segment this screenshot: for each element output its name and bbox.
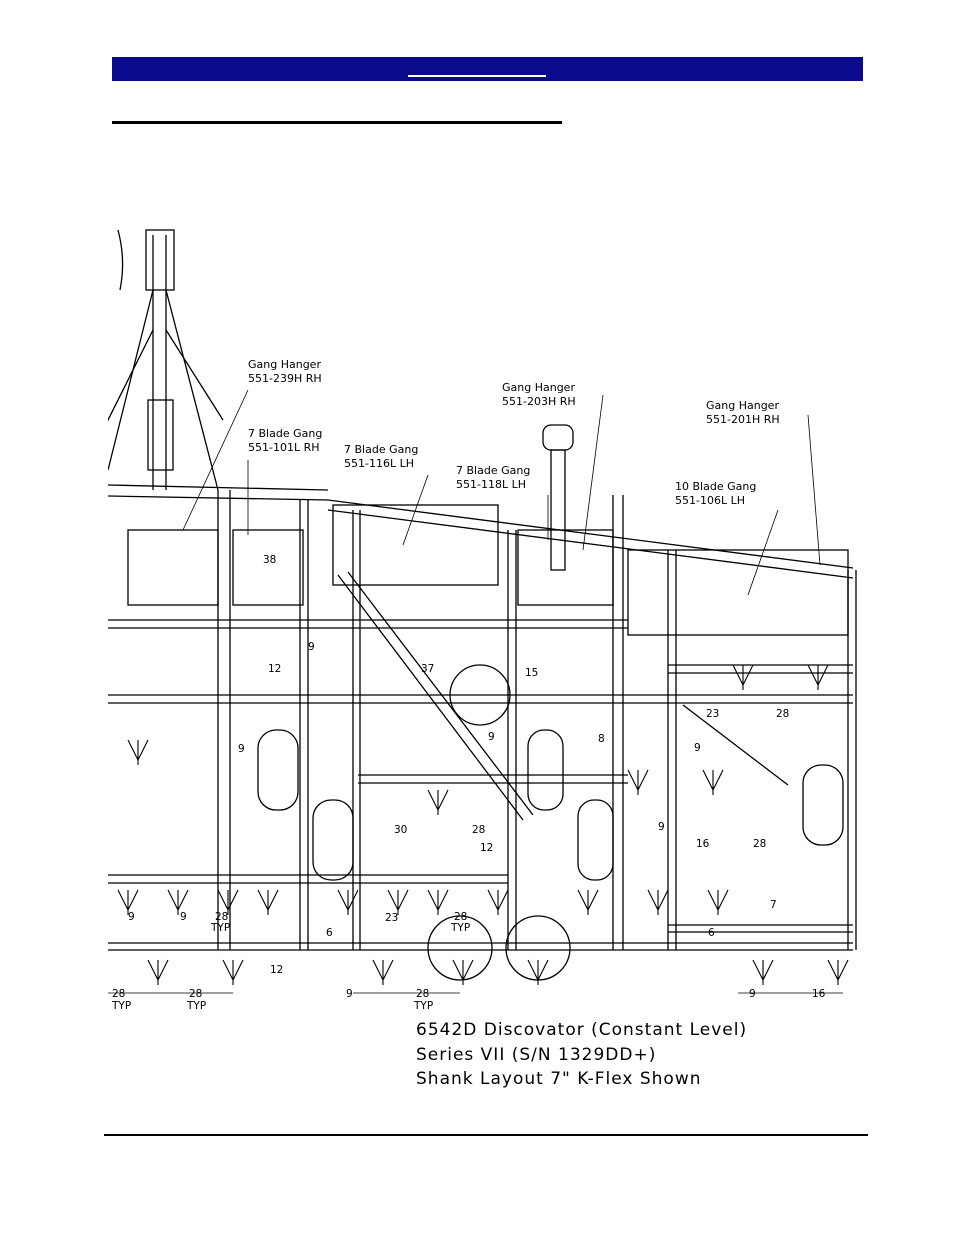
dim-28e: 28 — [454, 911, 467, 923]
frame-linework — [108, 229, 857, 981]
label-gang-118-l2: 551-118L LH — [456, 478, 526, 491]
dim-9g: 9 — [180, 911, 187, 923]
label-hanger-201-l1: Gang Hanger — [706, 399, 779, 412]
dimension-labels: 9 12 37 15 23 28 9 9 8 9 30 28 12 9 16 2… — [128, 554, 789, 976]
label-hanger-239-l2: 551-239H RH — [248, 372, 322, 385]
shank-row — [117, 664, 849, 985]
dim-30: 30 — [394, 824, 407, 836]
caption-line-3: Shank Layout 7" K-Flex Shown — [416, 1069, 702, 1089]
dim-28d: 28 — [215, 911, 228, 923]
label-gang-116-l1: 7 Blade Gang — [344, 443, 418, 456]
dim-typ2: TYP — [450, 922, 470, 934]
dim-38: 38 — [263, 554, 276, 566]
bottom-dim-2: 28 — [189, 988, 202, 1000]
dim-12c: 12 — [270, 964, 283, 976]
label-hanger-203-l1: Gang Hanger — [502, 381, 575, 394]
dim-12b: 12 — [480, 842, 493, 854]
header-bar — [112, 57, 863, 81]
caption-line-2: Series VII (S/N 1329DD+) — [416, 1045, 657, 1065]
dim-28c: 28 — [753, 838, 766, 850]
dim-12a: 12 — [268, 663, 281, 675]
label-gang-106-l2: 551-106L LH — [675, 494, 745, 507]
bottom-dim-1: 28 — [112, 988, 125, 1000]
discovator-layout-drawing: Gang Hanger 551-239H RH 7 Blade Gang 551… — [108, 229, 857, 1010]
dim-9f: 9 — [128, 911, 135, 923]
header-title-underline — [408, 75, 546, 77]
label-hanger-201-l2: 551-201H RH — [706, 413, 780, 426]
caption-line-1: 6542D Discovator (Constant Level) — [416, 1020, 748, 1040]
leader-lines — [182, 389, 821, 596]
dim-9e: 9 — [658, 821, 665, 833]
part-labels: Gang Hanger 551-239H RH 7 Blade Gang 551… — [248, 358, 780, 507]
dim-23b: 23 — [385, 912, 398, 924]
dim-28b: 28 — [472, 824, 485, 836]
label-hanger-239-l1: Gang Hanger — [248, 358, 321, 371]
bottom-dimension-row: 28 TYP 28 TYP 9 28 TYP 9 16 — [108, 988, 843, 1010]
dim-9b: 9 — [238, 743, 245, 755]
dim-7: 7 — [770, 899, 777, 911]
bottom-dim-6: 16 — [812, 988, 826, 1000]
bottom-dim-1-typ: TYP — [111, 1000, 131, 1010]
label-hanger-203-l2: 551-203H RH — [502, 395, 576, 408]
label-gang-116-l2: 551-116L LH — [344, 457, 414, 470]
dim-9c: 9 — [488, 731, 495, 743]
dim-6b: 6 — [708, 927, 715, 939]
dim-16a: 16 — [696, 838, 710, 850]
dim-37: 37 — [421, 663, 434, 675]
label-gang-101-l1: 7 Blade Gang — [248, 427, 322, 440]
label-gang-118-l1: 7 Blade Gang — [456, 464, 530, 477]
bottom-dim-3: 9 — [346, 988, 353, 1000]
label-gang-106-l1: 10 Blade Gang — [675, 480, 756, 493]
dim-6a: 6 — [326, 927, 333, 939]
section-heading-rule — [112, 121, 562, 124]
footer-rule — [104, 1134, 868, 1136]
dim-8: 8 — [598, 733, 605, 745]
bottom-dim-4-typ: TYP — [413, 1000, 433, 1010]
label-gang-101-l2: 551-101L RH — [248, 441, 320, 454]
dim-typ1: TYP — [210, 922, 230, 934]
bottom-dim-4: 28 — [416, 988, 429, 1000]
bottom-dim-5: 9 — [749, 988, 756, 1000]
dim-15: 15 — [525, 667, 538, 679]
bottom-dim-2-typ: TYP — [186, 1000, 206, 1010]
dim-28a: 28 — [776, 708, 789, 720]
dim-23a: 23 — [706, 708, 719, 720]
dim-9a: 9 — [308, 641, 315, 653]
dim-9d: 9 — [694, 742, 701, 754]
